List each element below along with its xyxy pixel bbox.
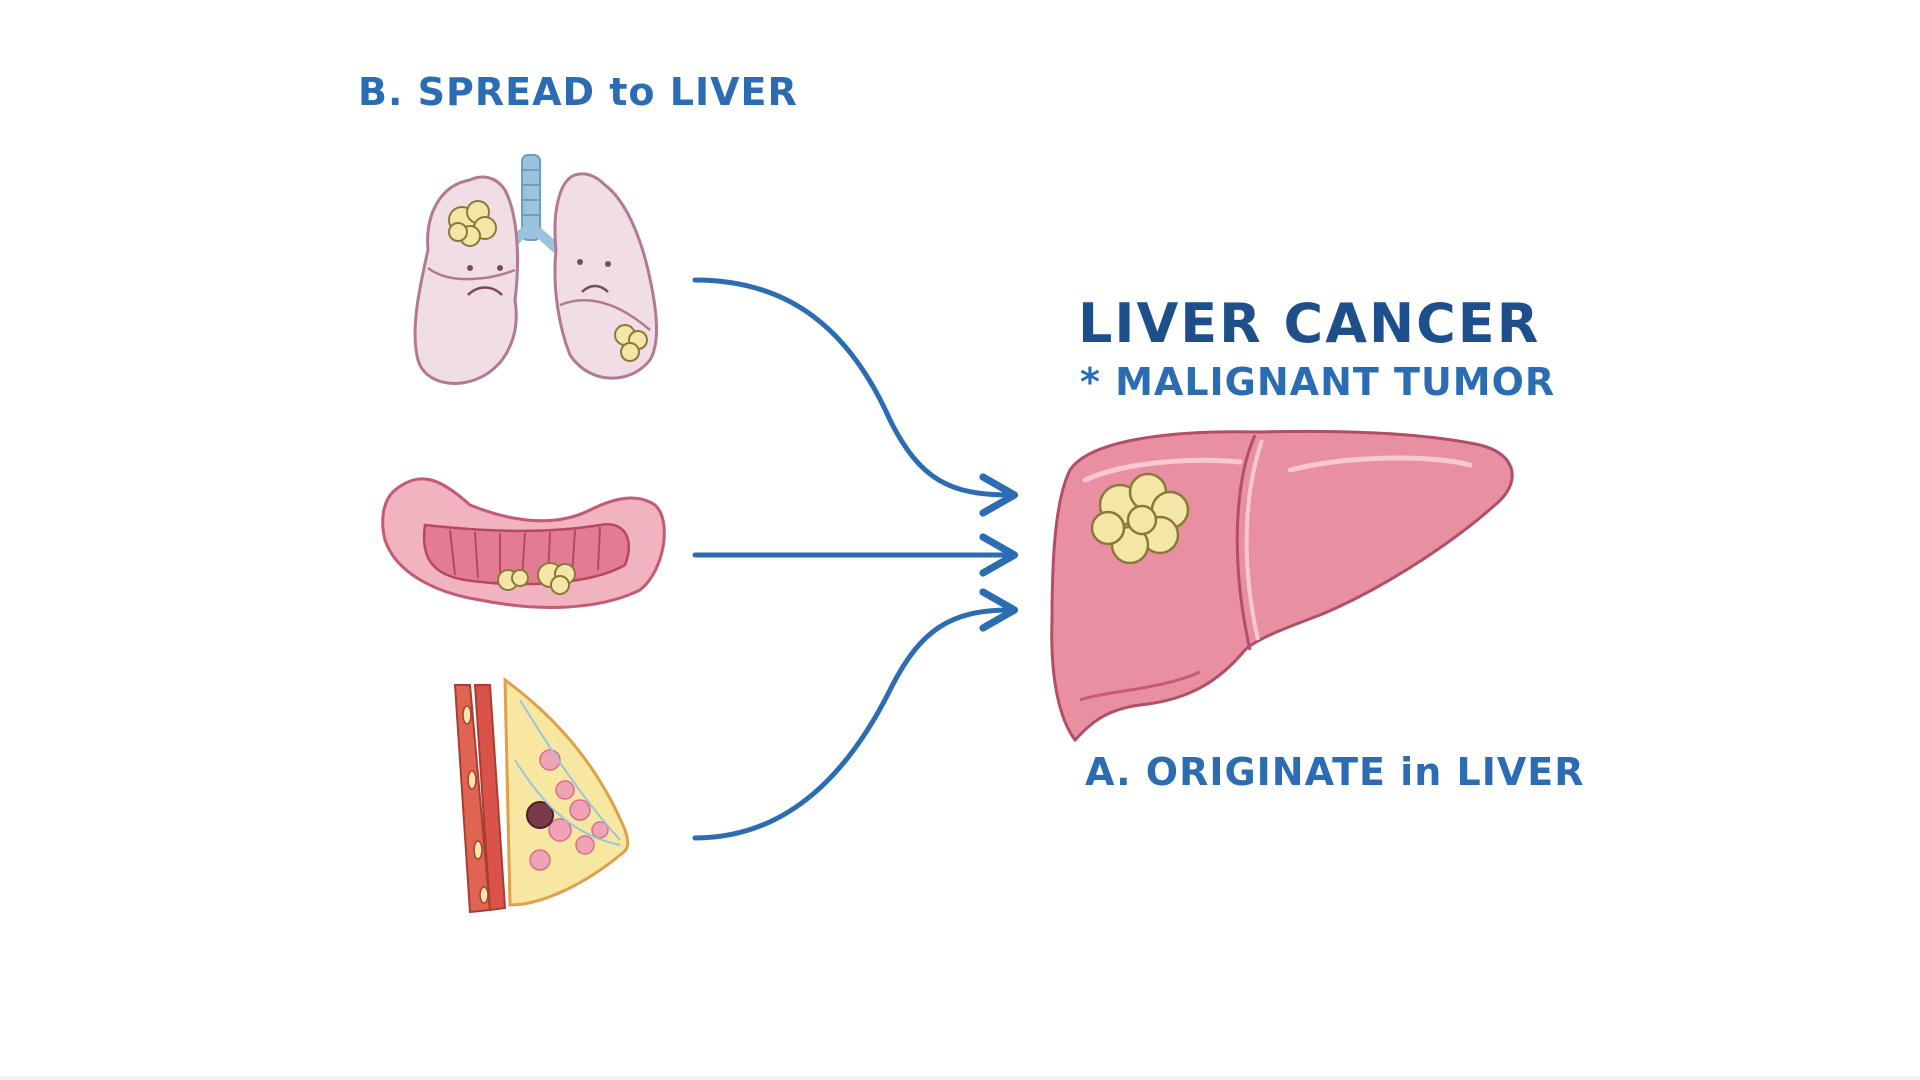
breast-icon: [453, 677, 630, 914]
arrow-icon: [692, 277, 1019, 841]
origin-label: A. ORIGINATE in LIVER: [1085, 750, 1585, 794]
bottom-divider: [0, 1076, 1920, 1080]
liver-icon: [1050, 429, 1514, 743]
diagram-title: LIVER CANCER: [1078, 292, 1541, 355]
spread-label: B. SPREAD to LIVER: [358, 70, 798, 114]
diagram-subtitle: * MALIGNANT TUMOR: [1080, 360, 1556, 404]
lungs-icon: [413, 154, 658, 385]
colon-icon: [381, 477, 666, 609]
